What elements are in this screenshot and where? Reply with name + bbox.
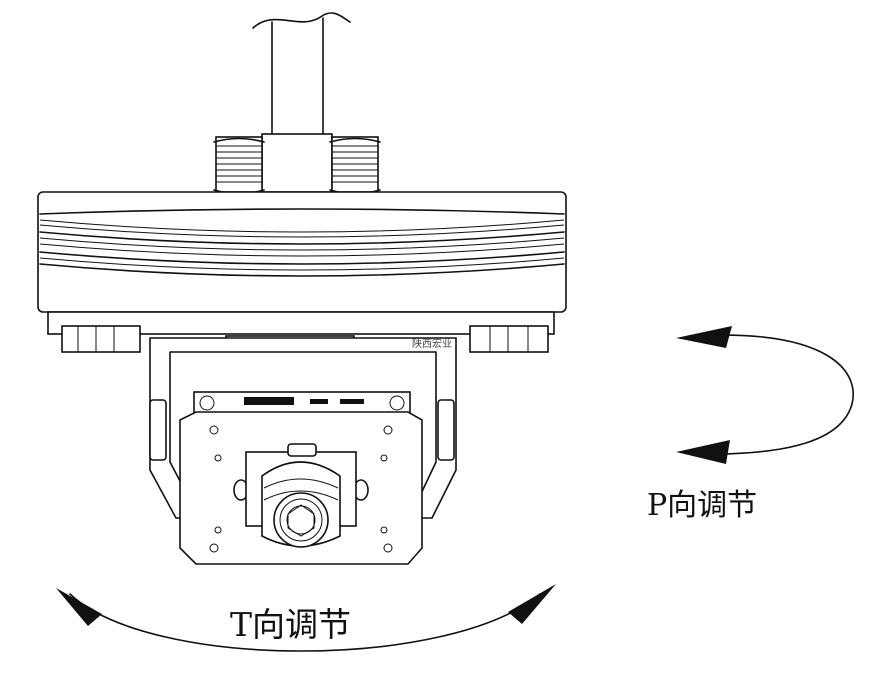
t-direction-label: T向调节 [230, 605, 351, 644]
right-spring [329, 136, 381, 195]
main-housing [37, 191, 567, 313]
p-direction-label: P向调节 [647, 488, 757, 523]
t-direction-arrow [56, 584, 556, 652]
left-spring [213, 136, 265, 195]
lens [261, 443, 341, 548]
p-direction-arrow [676, 326, 854, 464]
watermark-text: 陕西宏业 [412, 337, 452, 350]
base-plate [47, 311, 555, 355]
shaft [252, 12, 351, 193]
